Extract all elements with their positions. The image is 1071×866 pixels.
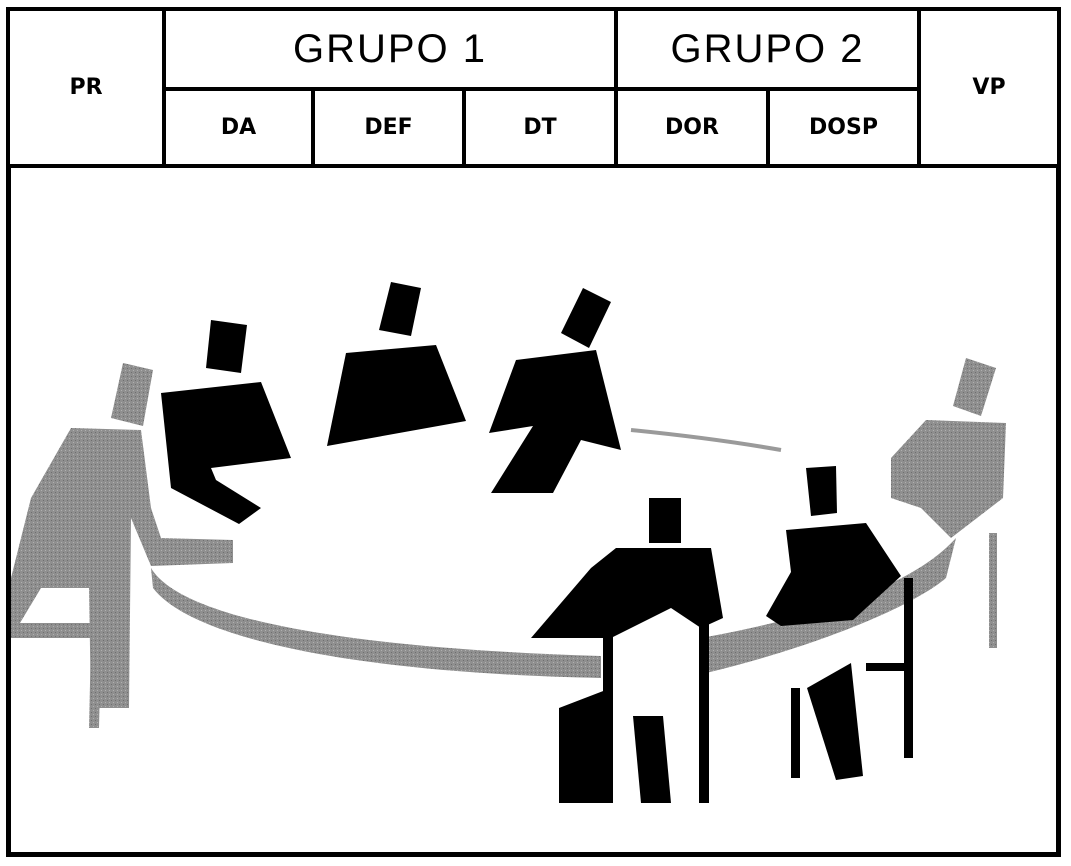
dt-label: DT [523, 115, 557, 140]
group-2-title: GRUPO 2 [670, 26, 865, 71]
def-cell: DEF [311, 87, 466, 168]
da-label: DA [220, 115, 257, 140]
table-rim [151, 568, 601, 678]
group-1-title-cell: GRUPO 1 [162, 7, 618, 91]
table-far-edge [630, 428, 782, 452]
dosp-cell: DOSP [766, 87, 921, 168]
group-2-title-cell: GRUPO 2 [614, 7, 921, 91]
person-dor [531, 498, 723, 803]
table-rim-right [701, 538, 956, 673]
org-header: PR GRUPO 1 DA DEF DT GRUPO 2 DOR DOSP VP [6, 7, 1061, 168]
dt-cell: DT [462, 87, 618, 168]
dosp-label: DOSP [809, 115, 878, 140]
meeting-illustration [11, 282, 1006, 803]
group-1-title: GRUPO 1 [292, 26, 488, 71]
chair-dor [603, 608, 709, 803]
def-label: DEF [364, 115, 413, 140]
person-dosp [766, 466, 901, 780]
pr-label: PR [69, 75, 103, 100]
dor-cell: DOR [614, 87, 770, 168]
person-da [161, 320, 291, 524]
da-cell: DA [162, 87, 315, 168]
dor-label: DOR [665, 115, 719, 140]
pr-cell: PR [6, 7, 166, 168]
person-dt [489, 288, 621, 493]
vp-label: VP [972, 75, 1006, 100]
person-pr [11, 363, 233, 728]
person-vp [891, 358, 1006, 648]
chair-dosp [791, 578, 913, 778]
person-def [327, 282, 466, 446]
vp-cell: VP [917, 7, 1061, 168]
